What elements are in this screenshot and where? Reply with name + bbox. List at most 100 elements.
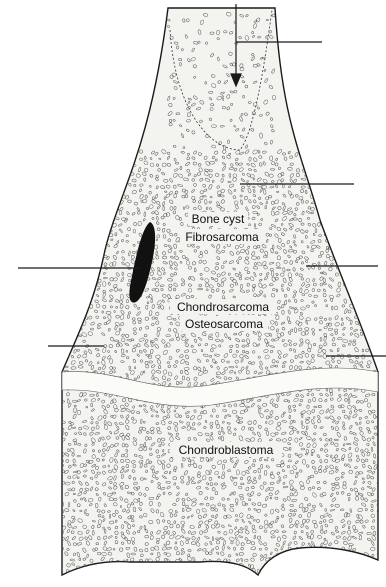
trabecula: [115, 173, 119, 177]
trabecula: [361, 189, 366, 194]
trabecula: [76, 248, 80, 253]
trabecula: [372, 201, 376, 206]
trabecula: [79, 294, 83, 299]
trabecula: [70, 326, 74, 330]
trabecula: [82, 271, 88, 277]
trabecula: [352, 184, 356, 188]
trabecula: [92, 224, 95, 226]
trabecula: [360, 278, 365, 282]
trabecula: [90, 179, 93, 182]
trabecula: [60, 279, 63, 283]
trabecula: [331, 216, 334, 220]
trabecula: [349, 565, 353, 568]
trabecula: [84, 238, 89, 243]
trabecula: [342, 569, 345, 574]
trabecula: [294, 558, 299, 564]
trabecula: [58, 316, 63, 321]
trabecula: [101, 174, 105, 178]
trabecula: [79, 234, 82, 237]
trabecula: [354, 210, 357, 214]
trabecula: [380, 283, 383, 287]
trabecula: [90, 249, 95, 253]
trabecula: [335, 206, 338, 210]
trabecula: [86, 300, 88, 304]
trabecula: [65, 349, 69, 353]
trabecula: [313, 162, 315, 166]
trabecula: [121, 570, 124, 573]
trabecula: [70, 288, 75, 293]
trabecula: [349, 168, 351, 170]
trabecula: [293, 563, 297, 567]
trabecula: [353, 194, 358, 198]
trabecula: [350, 570, 355, 575]
trabecula: [102, 201, 107, 205]
trabecula: [352, 178, 358, 183]
trabecula: [79, 179, 84, 183]
trabecula: [358, 216, 363, 221]
trabecula: [83, 569, 88, 573]
trabecula: [325, 554, 329, 558]
trabecula: [370, 322, 374, 326]
trabecula: [116, 189, 119, 192]
trabecula: [68, 150, 72, 154]
trabecula: [342, 234, 347, 238]
trabecula: [61, 184, 67, 189]
trabecula: [59, 261, 64, 265]
trabecula: [353, 222, 358, 227]
trabecula: [348, 195, 350, 200]
trabecula: [337, 172, 342, 177]
trabecula: [61, 174, 66, 179]
trabecula: [361, 183, 365, 186]
trabecula: [108, 178, 112, 182]
trabecula: [347, 227, 353, 232]
trabecula: [86, 166, 90, 171]
trabecula: [61, 298, 65, 302]
trabecula: [83, 182, 88, 187]
trabecula: [70, 337, 74, 341]
trabecula: [113, 156, 118, 161]
trabecula: [92, 239, 95, 242]
trabecula: [348, 233, 352, 237]
trabecula: [370, 211, 374, 215]
trabecula: [70, 223, 74, 226]
trabecula: [68, 212, 72, 216]
trabecula: [71, 304, 74, 308]
trabecula: [378, 188, 382, 192]
trabecula: [124, 157, 128, 160]
trabecula: [379, 224, 383, 228]
trabecula: [336, 210, 341, 215]
trabecula: [317, 563, 320, 568]
trabecula: [59, 149, 63, 153]
trabecula: [85, 190, 88, 193]
trabecula: [358, 207, 364, 212]
trabecula: [377, 216, 381, 221]
trabecula: [60, 339, 63, 342]
trabecula: [372, 188, 377, 192]
trabecula: [358, 564, 363, 569]
trabecula: [67, 316, 71, 320]
trabecula: [325, 196, 328, 199]
trabecula: [66, 172, 70, 176]
trabecula: [125, 563, 130, 568]
trabecula: [329, 207, 332, 212]
trabecula: [104, 156, 108, 160]
trabecula: [331, 190, 333, 193]
trabecula: [364, 234, 369, 238]
trabecula: [68, 311, 71, 314]
trabecula: [59, 257, 62, 260]
trabecula: [342, 199, 347, 203]
trabecula: [355, 262, 358, 265]
trabecula: [342, 562, 344, 566]
trabecula: [377, 158, 381, 161]
trabecula: [91, 568, 96, 573]
trabecula: [73, 206, 78, 209]
trabecula: [79, 290, 82, 293]
trabecula: [101, 216, 104, 220]
trabecula: [300, 557, 304, 560]
trabecula: [343, 217, 346, 221]
trabecula: [90, 195, 93, 197]
trabecula: [320, 167, 322, 172]
trabecula: [338, 571, 341, 574]
trabecula: [316, 150, 321, 155]
